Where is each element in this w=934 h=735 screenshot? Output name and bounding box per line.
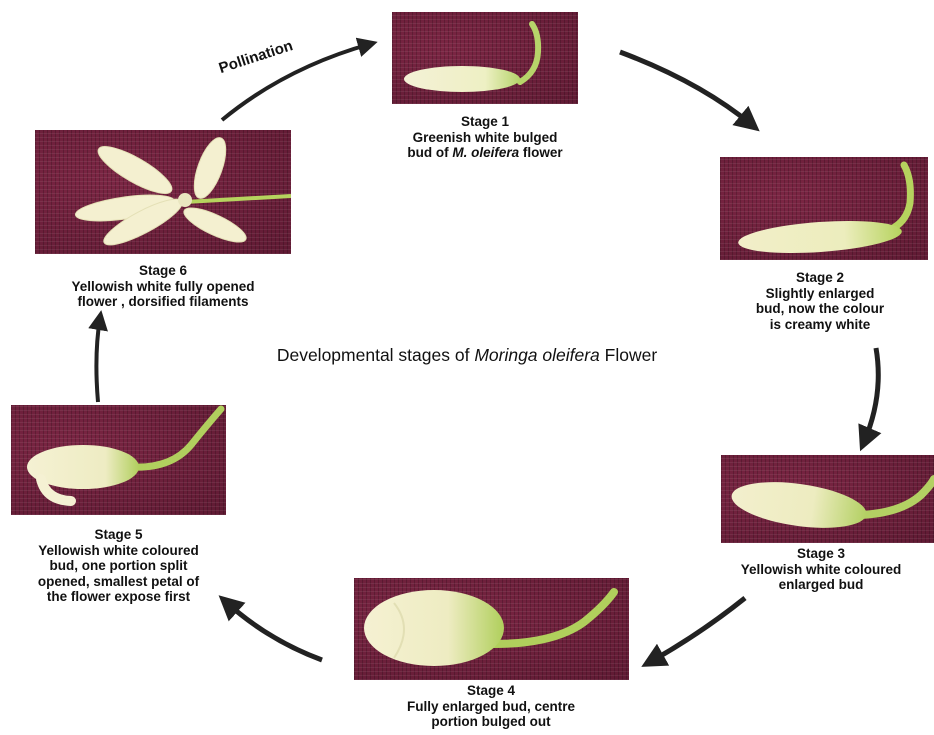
diagram-title: Developmental stages of Moringa oleifera…: [0, 345, 934, 366]
stage-6-caption: Stage 6 Yellowish white fully opened flo…: [28, 263, 298, 310]
title-suffix: Flower: [600, 345, 657, 365]
stage-4-caption: Stage 4 Fully enlarged bud, centre porti…: [355, 683, 627, 730]
bud-stage-1-image: [392, 12, 578, 104]
arrow-stage4-to-stage5: [226, 602, 322, 660]
stage-1-desc-line-1: Greenish white bulged: [350, 130, 620, 146]
arrow-stage3-to-stage4: [650, 598, 745, 662]
arrow-stage1-to-stage2: [620, 52, 752, 125]
stage-4-label: Stage 4: [355, 683, 627, 699]
stage-1-desc-line-2: bud of: [407, 145, 452, 160]
bud-stage-5-image: [11, 405, 226, 515]
stage-1-desc-line-2-end: flower: [519, 145, 563, 160]
flower-stage-6-image: [35, 130, 291, 254]
stage-2-photo: [720, 157, 928, 260]
stage-2-desc-line-1: Slightly enlarged: [710, 286, 930, 302]
stage-5-desc-line-2: bud, one portion split: [6, 558, 231, 574]
title-prefix: Developmental stages of: [277, 345, 474, 365]
stage-3-desc-line-2: enlarged bud: [712, 577, 930, 593]
stage-5-label: Stage 5: [6, 527, 231, 543]
stage-1-label: Stage 1: [350, 114, 620, 130]
stage-5-caption: Stage 5 Yellowish white coloured bud, on…: [6, 527, 231, 605]
stage-5-desc-line-3: opened, smallest petal of: [6, 574, 231, 590]
stage-4-desc-line-2: portion bulged out: [355, 714, 627, 730]
stage-2-label: Stage 2: [710, 270, 930, 286]
stage-5-photo: [11, 405, 226, 515]
stage-3-label: Stage 3: [712, 546, 930, 562]
stage-6-label: Stage 6: [28, 263, 298, 279]
stage-4-desc-line-1: Fully enlarged bud, centre: [355, 699, 627, 715]
pollination-label: Pollination: [217, 37, 295, 77]
stage-5-desc-line-1: Yellowish white coloured: [6, 543, 231, 559]
stage-2-desc-line-3: is creamy white: [710, 317, 930, 333]
stage-1-species-italic: M. oleifera: [452, 145, 519, 160]
stage-3-caption: Stage 3 Yellowish white coloured enlarge…: [712, 546, 930, 593]
bud-stage-4-image: [354, 578, 629, 680]
stage-1-photo: [392, 12, 578, 104]
stage-3-photo: [721, 455, 934, 543]
stage-5-desc-line-4: the flower expose first: [6, 589, 231, 605]
stage-2-desc-line-2: bud, now the colour: [710, 301, 930, 317]
stage-3-desc-line-1: Yellowish white coloured: [712, 562, 930, 578]
title-species-italic: Moringa oleifera: [474, 345, 599, 365]
stage-6-photo: [35, 130, 291, 254]
stage-4-photo: [354, 578, 629, 680]
bud-stage-2-image: [720, 157, 928, 260]
stage-6-desc-line-2: flower , dorsified filaments: [28, 294, 298, 310]
stage-1-caption: Stage 1 Greenish white bulged bud of M. …: [350, 114, 620, 161]
stage-2-caption: Stage 2 Slightly enlarged bud, now the c…: [710, 270, 930, 332]
bud-stage-3-image: [721, 455, 934, 543]
stage-6-desc-line-1: Yellowish white fully opened: [28, 279, 298, 295]
